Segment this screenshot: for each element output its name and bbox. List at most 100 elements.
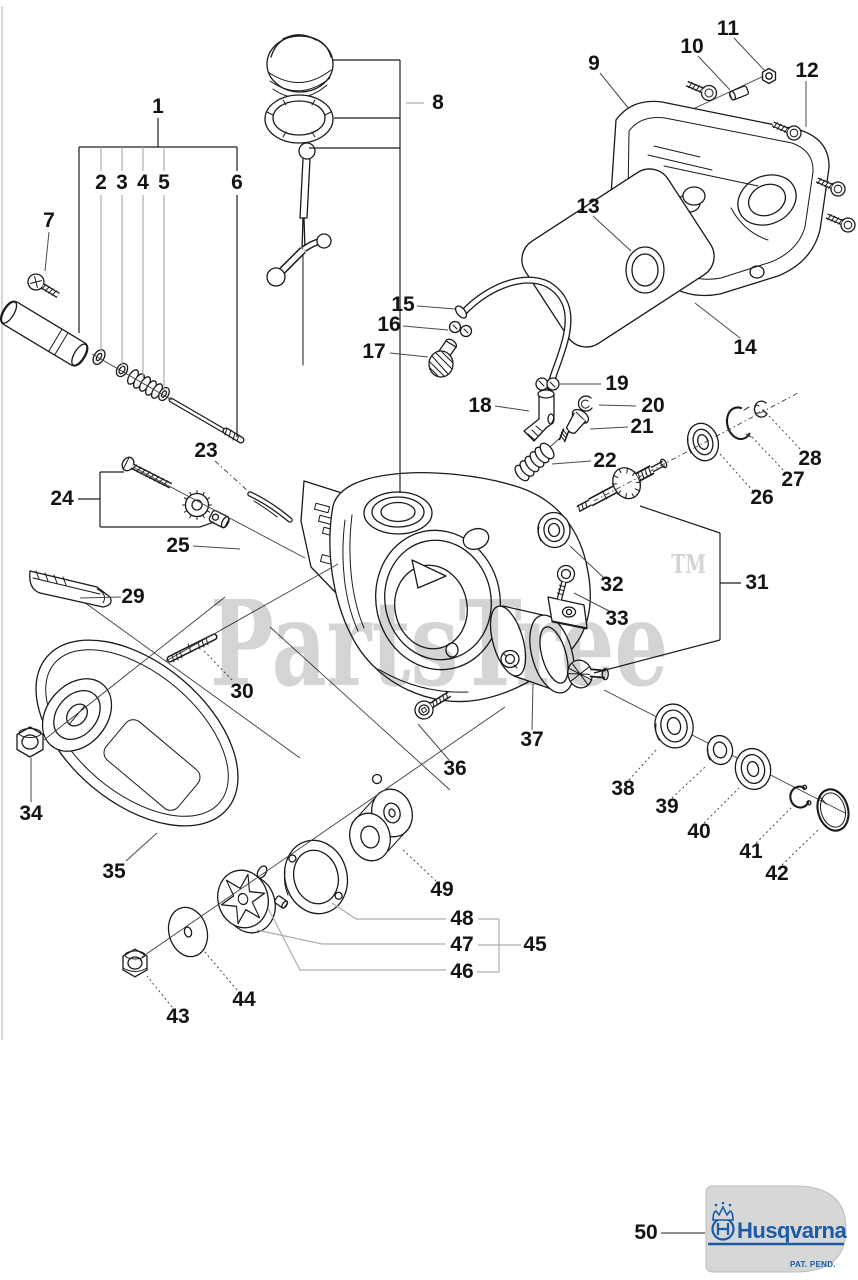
part-label-34[interactable]: 34 [19,802,43,825]
tube-drawing [0,300,89,367]
valve-21-drawing [558,408,590,443]
cap-gasket-drawing [264,94,334,144]
cover-35-drawing [35,639,239,827]
stud-30-drawing [166,633,218,663]
part-label-31[interactable]: 31 [745,571,769,594]
husqvarna-crown-icon [711,1201,735,1241]
part-label-11[interactable]: 11 [716,17,740,40]
bearing-26-drawing [686,422,720,462]
part-label-19[interactable]: 19 [605,372,629,395]
clamp-37-drawing [489,596,588,694]
part-label-9[interactable]: 9 [588,52,600,75]
clamp-19-drawing [535,377,560,391]
nut-43-drawing [122,948,148,978]
clip-41-drawing [789,784,812,809]
patent-text: PAT. PEND. [790,1260,836,1269]
bracket-8 [309,59,424,493]
part-label-48[interactable]: 48 [450,907,474,930]
part-label-24[interactable]: 24 [50,487,74,510]
washer-44-drawing [167,906,209,958]
part-label-32[interactable]: 32 [600,573,624,596]
decal-background [705,1185,847,1273]
bearing-32-drawing [537,511,571,549]
spring-22-drawing [514,442,555,482]
part-label-28[interactable]: 28 [798,447,822,470]
bolt-24-drawing [121,456,173,489]
bracket-31 [593,505,741,674]
screw-33-drawing [556,564,576,601]
part-label-35[interactable]: 35 [102,860,126,883]
part-label-49[interactable]: 49 [430,878,454,901]
part-label-13[interactable]: 13 [576,195,600,218]
part-label-46[interactable]: 46 [450,960,474,983]
drum-49-drawing [349,773,413,862]
bearing-38-drawing [654,703,694,749]
part-label-3[interactable]: 3 [116,171,128,194]
part-label-33[interactable]: 33 [605,607,629,630]
screw-7-drawing [27,273,60,298]
part-label-27[interactable]: 27 [781,468,805,491]
bearing-40-drawing [734,747,772,791]
part-label-17[interactable]: 17 [362,340,386,363]
part-label-20[interactable]: 20 [641,394,665,417]
bracket-45 [256,902,521,973]
rod-6-drawing [168,397,245,444]
part-label-6[interactable]: 6 [231,171,243,194]
part-label-43[interactable]: 43 [166,1005,190,1028]
part-label-18[interactable]: 18 [468,394,492,417]
clip-28-drawing [753,400,768,418]
rod-23-drawing [247,491,293,523]
part-label-25[interactable]: 25 [166,534,190,557]
part-label-38[interactable]: 38 [611,777,635,800]
part-label-26[interactable]: 26 [750,486,774,509]
part-label-30[interactable]: 30 [230,680,254,703]
part-label-7[interactable]: 7 [43,209,55,232]
ring-48-drawing [283,839,349,915]
screw-36-drawing [414,691,452,720]
part-label-40[interactable]: 40 [687,820,711,843]
filter-17-drawing [428,338,458,378]
part-label-22[interactable]: 22 [593,449,617,472]
fuel-cap-drawing [266,34,334,98]
part-label-5[interactable]: 5 [158,171,170,194]
part-label-10[interactable]: 10 [680,35,704,58]
husqvarna-decal: Husqvarna PAT. PEND. [705,1185,848,1273]
pump-shaft-drawing [576,458,668,513]
bracket-24 [78,471,215,528]
gasket-14-drawing [521,168,715,348]
part-label-16[interactable]: 16 [377,313,401,336]
screw-drawing [685,80,718,102]
sprocket-47-drawing [217,869,276,934]
part-label-14[interactable]: 14 [733,336,757,359]
circlip-27-drawing [725,406,752,441]
part-label-23[interactable]: 23 [194,439,218,462]
part-label-42[interactable]: 42 [765,862,789,885]
screw-12-drawing [771,121,856,233]
ring-42-drawing [816,788,850,832]
part-label-15[interactable]: 15 [391,293,415,316]
part-label-8[interactable]: 8 [432,91,444,114]
dipstick-drawing [266,142,332,366]
part-label-4[interactable]: 4 [137,171,149,194]
pin-10-drawing [728,85,750,101]
part-label-12[interactable]: 12 [795,59,819,82]
husqvarna-wordmark: Husqvarna [737,1218,847,1243]
part-label-2[interactable]: 2 [95,171,107,194]
part-label-45[interactable]: 45 [523,933,547,956]
part-label-47[interactable]: 47 [450,933,474,956]
part-label-21[interactable]: 21 [630,415,654,438]
part-label-29[interactable]: 29 [121,585,145,608]
part-label-36[interactable]: 36 [443,757,467,780]
leader-lines [30,37,821,1234]
part-label-41[interactable]: 41 [739,840,763,863]
part-label-37[interactable]: 37 [520,728,544,751]
part-label-1[interactable]: 1 [152,95,164,118]
part-label-50[interactable]: 50 [634,1221,658,1244]
part-label-39[interactable]: 39 [655,795,679,818]
oiler-worm-drawing [567,659,609,689]
hose-15-drawing [454,276,572,391]
part-label-44[interactable]: 44 [232,988,256,1011]
bracket-1 [78,118,238,437]
